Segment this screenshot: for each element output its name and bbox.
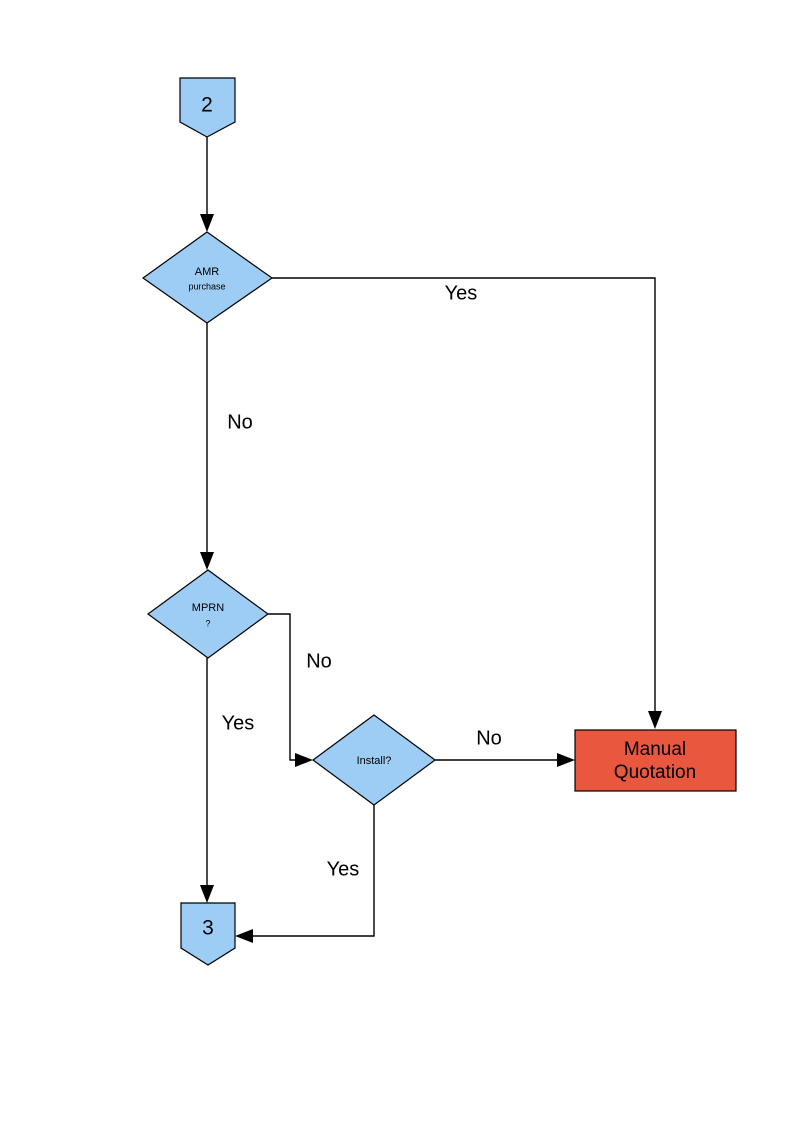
edge-label-amr-no: No	[227, 411, 253, 433]
edge-mprn-yes: Yes	[200, 658, 254, 903]
manual-quotation-label-line1: Manual	[624, 739, 686, 760]
start-connector-label: 2	[201, 94, 213, 117]
edge-start-to-amr	[200, 137, 214, 232]
edge-line-install-yes	[245, 805, 375, 937]
edge-label-mprn-yes: Yes	[222, 712, 255, 734]
arrow-head-into-mprn	[200, 552, 214, 570]
node-process-manual-quotation[interactable]: Manual Quotation	[574, 729, 737, 792]
decision-mprn-label-line2: ?	[205, 618, 210, 628]
edge-label-install-no: No	[476, 727, 502, 749]
edge-amr-no: No	[200, 323, 253, 570]
end-connector-label: 3	[202, 917, 214, 940]
edge-label-install-yes: Yes	[327, 858, 360, 880]
arrow-head-into-connector-3-top	[200, 885, 214, 903]
manual-quotation-shape[interactable]	[574, 729, 737, 792]
decision-amr-shape[interactable]	[141, 231, 274, 324]
edge-line-amr-yes	[272, 277, 656, 718]
decision-mprn-label-line1: MPRN	[192, 602, 224, 614]
manual-quotation-label-line2: Quotation	[614, 762, 696, 783]
edge-install-no: No	[435, 727, 575, 767]
decision-amr-label-line1: AMR	[195, 266, 220, 278]
edge-mprn-no: No	[268, 613, 332, 767]
decision-install-label: Install?	[357, 755, 392, 767]
decision-install-shape[interactable]	[311, 714, 437, 806]
arrow-head-into-amr	[200, 214, 214, 232]
node-end-connector-3[interactable]: 3	[180, 902, 236, 966]
edge-label-mprn-no: No	[306, 650, 332, 672]
decision-mprn-shape[interactable]	[146, 569, 270, 659]
edge-label-amr-yes: Yes	[445, 282, 478, 304]
arrow-head-into-manual-quotation-left	[557, 753, 575, 767]
decision-amr-label-line2: purchase	[188, 281, 225, 291]
edge-install-yes: Yes	[235, 805, 375, 943]
edge-amr-yes: Yes	[272, 277, 662, 729]
edge-line-mprn-no	[268, 613, 303, 761]
arrow-head-into-install	[295, 753, 313, 767]
start-connector-shape[interactable]	[179, 77, 236, 138]
node-start-connector-2[interactable]: 2	[179, 77, 236, 138]
node-decision-install[interactable]: Install?	[311, 714, 437, 806]
node-decision-amr-purchase[interactable]: AMR purchase	[141, 231, 274, 324]
node-decision-mprn[interactable]: MPRN ?	[146, 569, 270, 659]
arrow-head-into-manual-quotation-top	[648, 711, 662, 729]
end-connector-shape[interactable]	[180, 902, 236, 966]
arrow-head-into-connector-3-right	[235, 929, 253, 943]
